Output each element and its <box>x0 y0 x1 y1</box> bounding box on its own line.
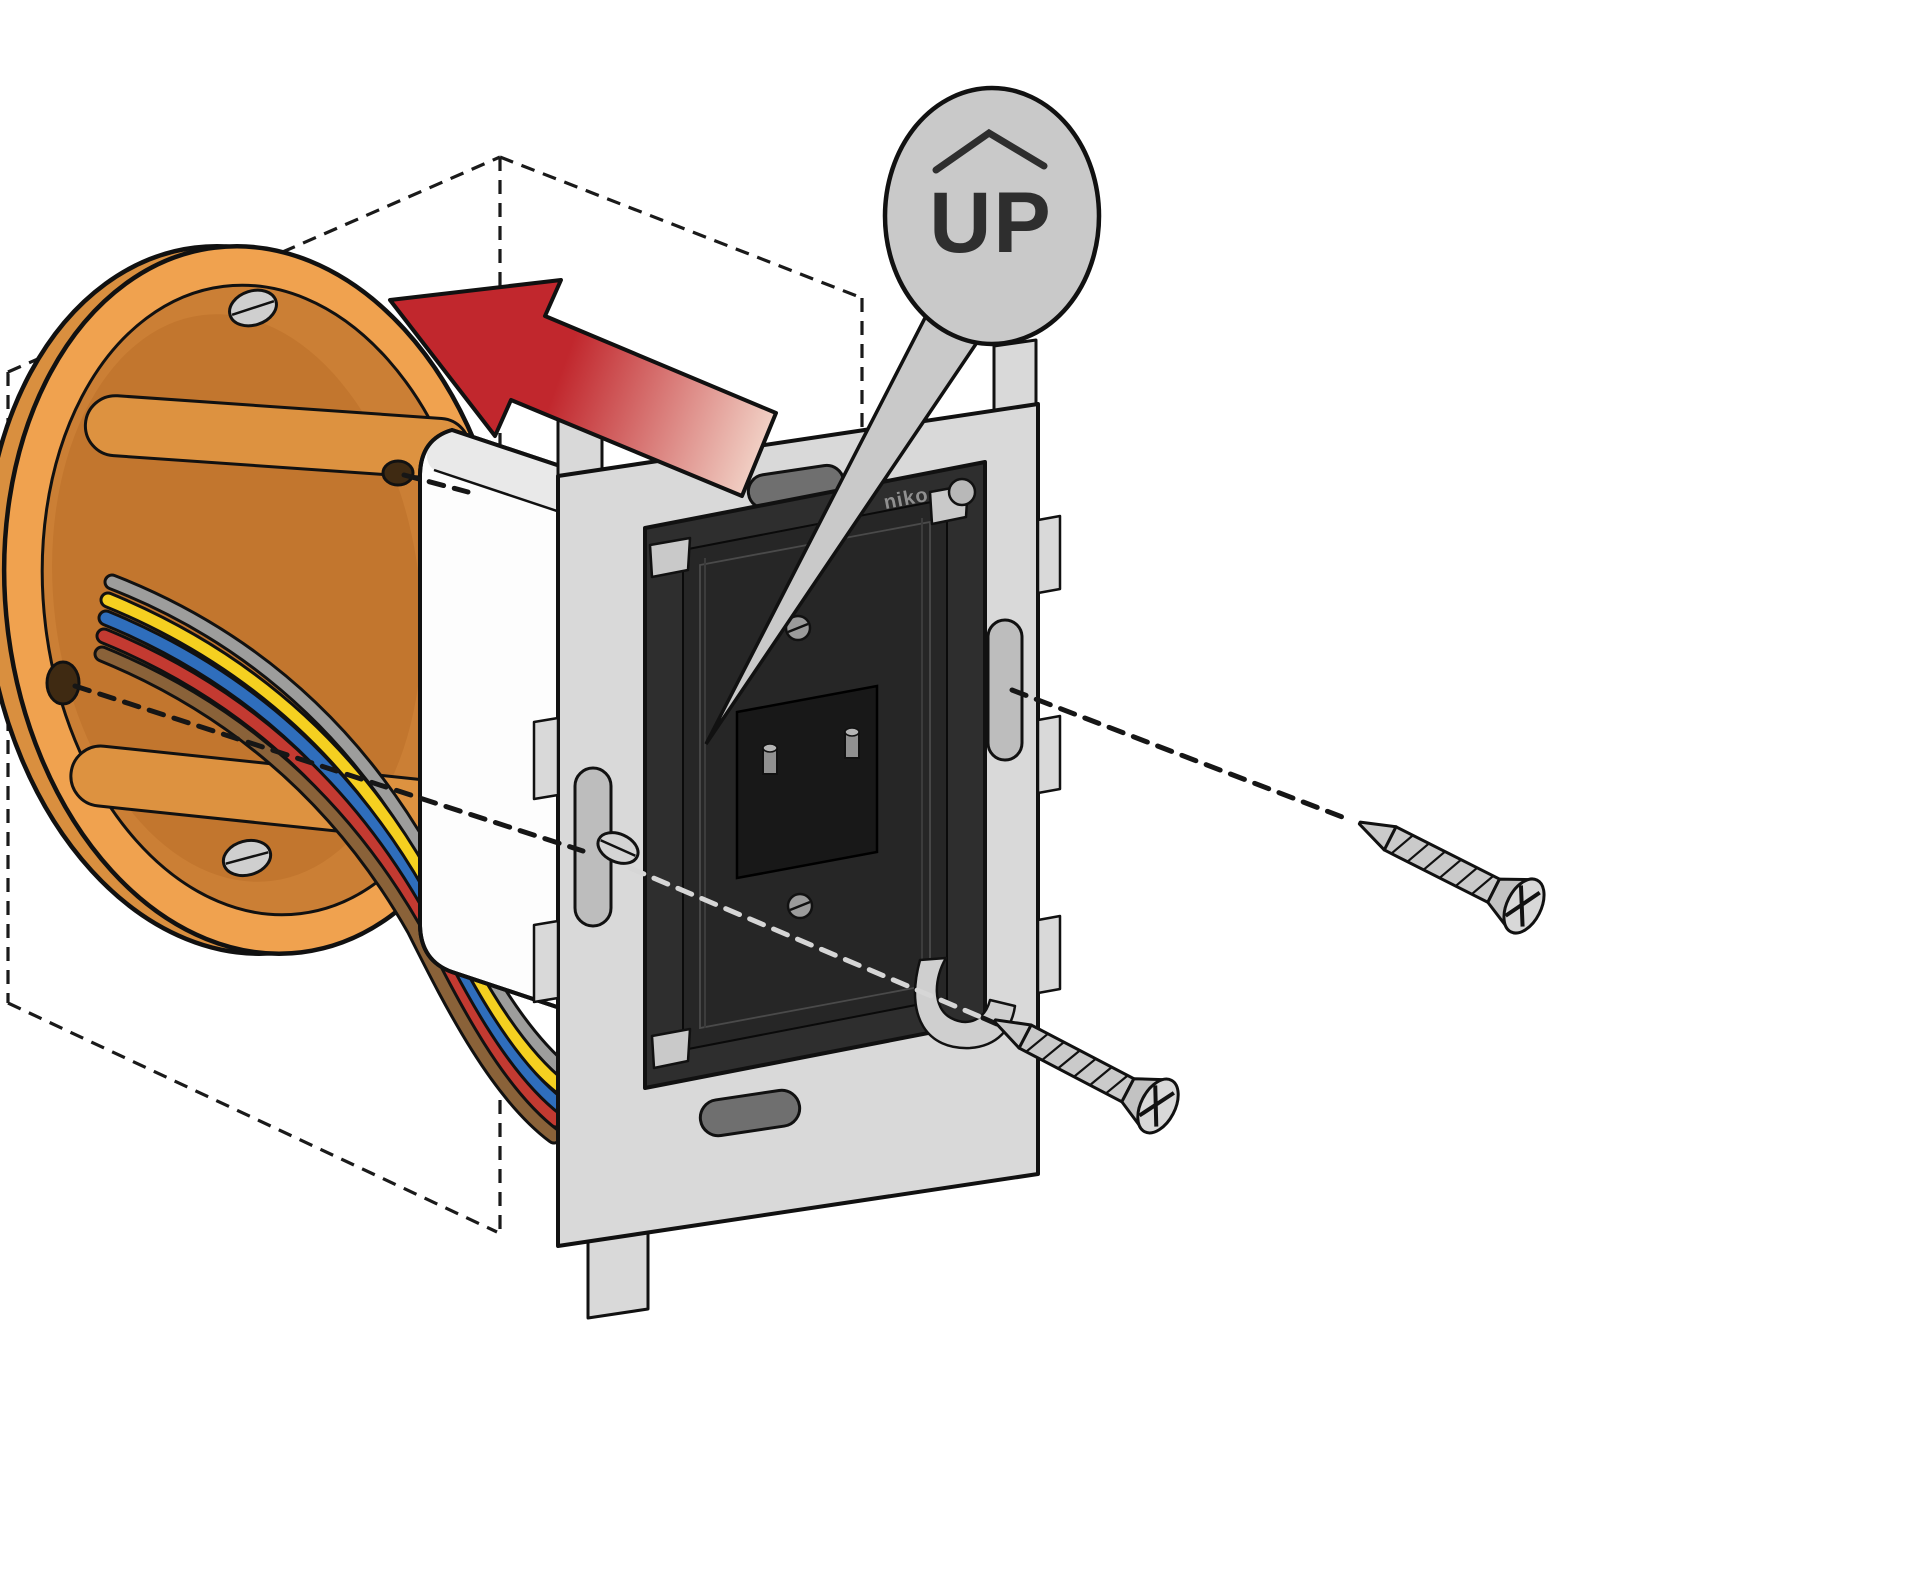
frame-keyhole-right <box>986 618 1024 762</box>
screw-threads <box>1390 834 1494 895</box>
frame-fixing-hole <box>947 477 977 507</box>
frame-tab-left-2 <box>532 919 560 1004</box>
wire-red <box>98 630 562 1126</box>
keyhole-screw <box>596 831 640 865</box>
frame-tab-right-1 <box>1036 514 1062 595</box>
black-insert: niko <box>643 460 987 1090</box>
leader-keyhole-to-screw <box>627 865 986 1021</box>
phillips-cross-icon <box>1138 1085 1175 1127</box>
leader-top <box>401 472 471 495</box>
phillips-cross-icon <box>1504 885 1541 927</box>
dashed-cube <box>6 155 864 1234</box>
up-chevron-icon <box>932 128 1048 174</box>
frame-arm-top-right <box>992 338 1038 414</box>
cube-edges <box>6 155 864 1234</box>
clip-top-left <box>648 536 692 579</box>
up-balloon: UP <box>704 85 1102 745</box>
screw-upper <box>1357 820 1546 935</box>
screw-threads <box>1025 1032 1129 1095</box>
leader-left-to-keyhole <box>72 683 586 854</box>
box-screw-top <box>228 288 278 328</box>
frame-tab-left-1 <box>532 716 560 801</box>
insert-center-opening <box>735 684 879 880</box>
wire-brown <box>96 648 560 1142</box>
flush-mount-box <box>0 244 515 956</box>
insert-post-right <box>844 727 860 759</box>
module-outline <box>418 428 706 1058</box>
frame-slot-bottom <box>698 1088 802 1138</box>
screw-head <box>1136 1077 1180 1135</box>
leader-right-keyhole <box>1009 687 1353 823</box>
frame-tab-bottom <box>586 1227 650 1320</box>
arrow-shape <box>388 278 778 498</box>
claw-bottom-right <box>913 956 1017 1050</box>
screw-head <box>1502 877 1546 935</box>
insert-post-left <box>762 743 778 775</box>
frame-tab-right-3 <box>1036 914 1062 995</box>
box-fixing-hole-left <box>45 660 81 706</box>
frame-tab-right-2 <box>1036 714 1062 795</box>
box-screw-bottom <box>221 838 273 878</box>
up-label: UP <box>929 175 1052 271</box>
box-fixing-hole-right <box>381 459 415 487</box>
balloon-bubble <box>882 85 1102 347</box>
wall-box-wires <box>93 573 574 1145</box>
screw-lower <box>992 1018 1180 1135</box>
direction-arrow <box>388 278 778 498</box>
frame-clips <box>648 477 1017 1070</box>
alignment-dashes <box>72 472 1353 1028</box>
clip-bottom-left <box>650 1027 692 1070</box>
wire-grey <box>106 576 571 1078</box>
insert-screw-bottom <box>786 892 814 920</box>
wire-yellow <box>102 594 568 1094</box>
wire-blue <box>100 612 564 1110</box>
